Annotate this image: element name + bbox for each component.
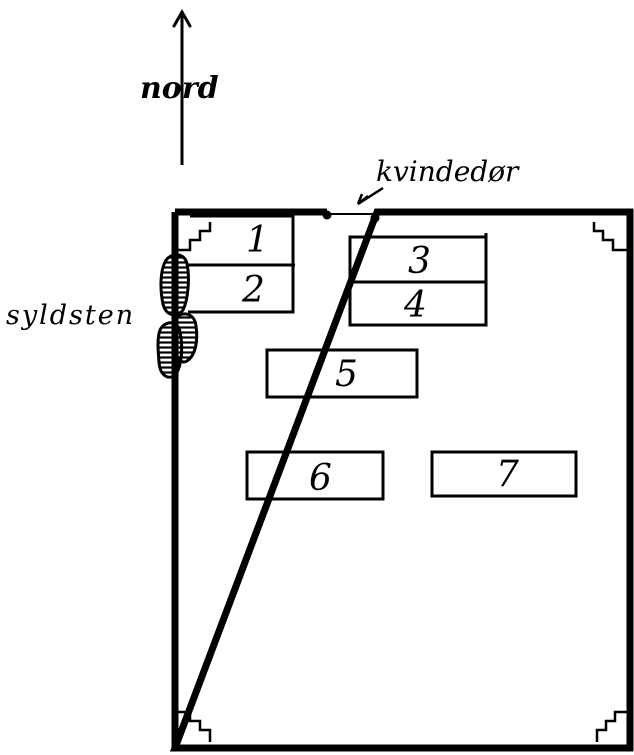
grave-2-label: 2 xyxy=(241,270,265,311)
north-arrow xyxy=(172,8,192,165)
grave-5-label: 5 xyxy=(335,354,358,395)
grave-5 xyxy=(265,348,419,399)
door-opening xyxy=(322,210,380,223)
corner-mark-se xyxy=(595,710,627,742)
grave-1-label: 1 xyxy=(246,220,269,261)
door-label: kvindedør xyxy=(376,155,520,188)
grave-1-2-block xyxy=(188,214,295,314)
grave-4-label: 4 xyxy=(403,285,427,326)
grave-7 xyxy=(430,450,578,498)
grave-3-label: 3 xyxy=(408,241,431,282)
grave-7-label: 7 xyxy=(496,454,519,495)
grave-3-4-block xyxy=(348,233,488,327)
north-label: nord xyxy=(140,71,219,106)
corner-marks xyxy=(178,222,627,742)
corner-mark-nw xyxy=(178,222,212,252)
corner-mark-ne xyxy=(592,222,627,252)
sill-stones xyxy=(156,253,199,379)
grave-6-label: 6 xyxy=(309,458,332,499)
sill-stones-label: syldsten xyxy=(6,300,135,331)
corner-mark-sw xyxy=(178,710,212,742)
grave-6 xyxy=(245,450,385,501)
